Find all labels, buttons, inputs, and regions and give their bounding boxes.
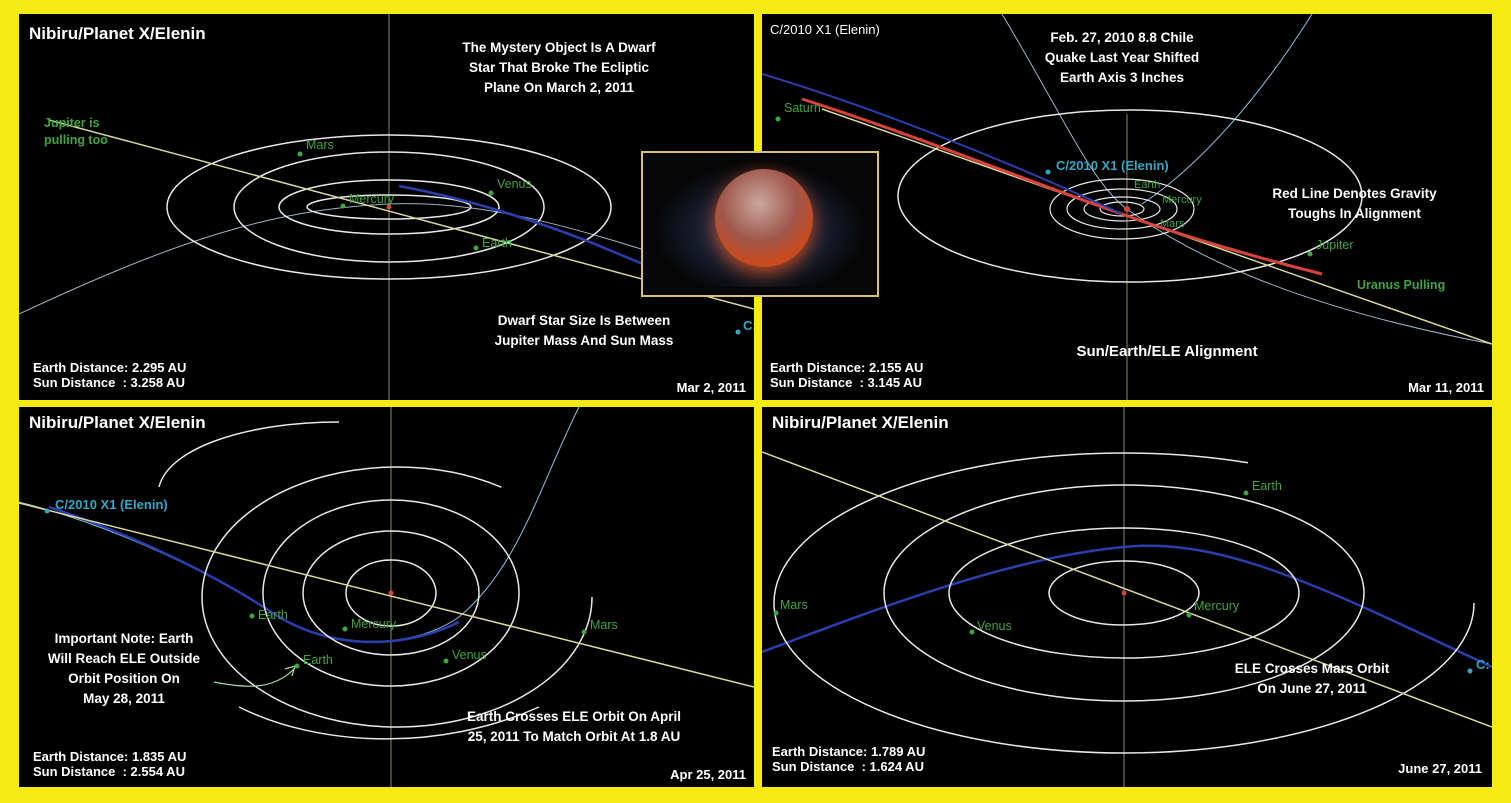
date-label: Apr 25, 2011 <box>670 767 746 782</box>
date-label: Mar 2, 2011 <box>676 380 746 395</box>
comet-label: C: <box>1476 657 1490 672</box>
mars-label: Mars <box>780 598 808 612</box>
venus-label: Venus <box>452 648 487 662</box>
dwarf-star-sphere <box>715 169 813 267</box>
mercury-label: Mercury <box>351 617 397 631</box>
date-label: June 27, 2011 <box>1398 761 1482 776</box>
alignment-note: Sun/Earth/ELE Alignment <box>1076 343 1258 360</box>
earth-distance: Earth Distance: 2.295 AU <box>33 360 187 375</box>
mercury-label: Mercury <box>349 192 395 206</box>
jupiter-label: Jupiter is pulling too <box>44 116 108 147</box>
mystery-object-note: The Mystery Object Is A Dwarf Star That … <box>462 40 656 95</box>
mercury-label: Mercury <box>1162 194 1202 206</box>
panel-mar-2: Nibiru/Planet X/Elenin The Mystery Objec… <box>19 14 754 400</box>
panel-title: Nibiru/Planet X/Elenin <box>29 24 206 43</box>
chile-quake-note: Feb. 27, 2010 8.8 Chile Quake Last Year … <box>1044 30 1200 85</box>
comet-label: C/2010 X1 (Elenin) <box>1056 158 1169 173</box>
jupiter-label: Jupiter <box>1316 238 1354 252</box>
orbit-map-june-27 <box>762 407 1492 787</box>
earth-label: Earth <box>482 236 512 250</box>
sun-distance: Sun Distance : 3.145 AU <box>770 375 922 390</box>
earth-future-label: Earth <box>303 653 333 667</box>
saturn-label: Saturn <box>784 101 821 115</box>
sun-distance: Sun Distance : 2.554 AU <box>33 764 185 779</box>
earth-label: Earth <box>1252 479 1282 493</box>
panel-title: Nibiru/Planet X/Elenin <box>772 413 949 432</box>
mars-label: Mars <box>1160 218 1185 230</box>
sun-distance: Sun Distance : 1.624 AU <box>772 759 924 774</box>
earth-crosses-note: Earth Crosses ELE Orbit On April 25, 201… <box>466 709 682 744</box>
orbit-map-mar-11 <box>762 14 1492 400</box>
earth-label: Earth <box>1134 179 1161 191</box>
earth-distance: Earth Distance: 2.155 AU <box>770 360 924 375</box>
date-label: Mar 11, 2011 <box>1408 380 1484 395</box>
mars-label: Mars <box>590 618 618 632</box>
orbit-map-apr-25 <box>19 407 754 787</box>
panel-title: Nibiru/Planet X/Elenin <box>29 413 206 432</box>
mars-orbit-note: ELE Crosses Mars Orbit On June 27, 2011 <box>1234 661 1390 696</box>
mars-label: Mars <box>306 138 334 152</box>
panel-apr-25: Nibiru/Planet X/Elenin Important Note: E… <box>19 407 754 787</box>
panel-title: C/2010 X1 (Elenin) <box>770 22 880 37</box>
earth-distance: Earth Distance: 1.789 AU <box>772 744 926 759</box>
comet-label: C/2010 X1 (Elenin) <box>55 497 168 512</box>
uranus-label: Uranus Pulling <box>1357 278 1446 292</box>
venus-label: Venus <box>497 177 532 191</box>
dwarf-star-image <box>641 151 879 297</box>
red-line-note: Red Line Denotes Gravity Toughs In Align… <box>1272 186 1437 221</box>
venus-label: Venus <box>977 619 1012 633</box>
sun-distance: Sun Distance : 3.258 AU <box>33 375 185 390</box>
panel-june-27: Nibiru/Planet X/Elenin ELE Crosses Mars … <box>762 407 1492 787</box>
dwarf-star-size-note: Dwarf Star Size Is Between Jupiter Mass … <box>494 313 674 348</box>
mercury-label: Mercury <box>1194 599 1240 613</box>
panel-mar-11: C/2010 X1 (Elenin) Feb. 27, 2010 8.8 Chi… <box>762 14 1492 400</box>
comet-label: C: <box>743 318 754 333</box>
earth-distance: Earth Distance: 1.835 AU <box>33 749 187 764</box>
important-note: Important Note: Earth Will Reach ELE Out… <box>47 631 201 706</box>
earth-label: Earth <box>258 608 288 622</box>
